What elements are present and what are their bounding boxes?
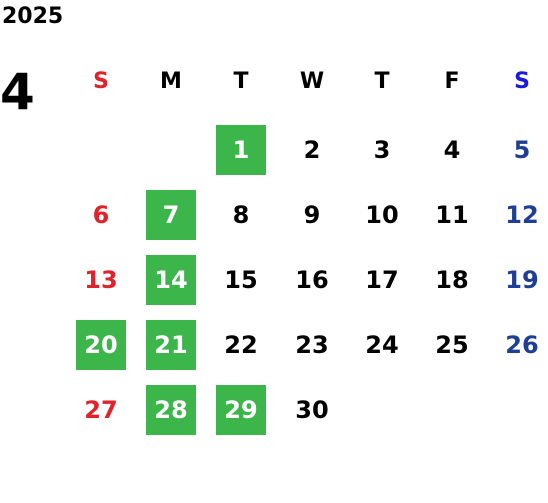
calendar-day-29[interactable]: 29 xyxy=(216,385,266,435)
weekday-header-thu: T xyxy=(374,68,390,94)
calendar-day-27[interactable]: 27 xyxy=(84,396,118,424)
calendar-year: 2025 xyxy=(2,4,64,29)
calendar-day-12[interactable]: 12 xyxy=(505,201,539,229)
calendar-day-26[interactable]: 26 xyxy=(505,331,539,359)
calendar-day-23[interactable]: 23 xyxy=(295,331,329,359)
calendar-day-20[interactable]: 20 xyxy=(76,320,126,370)
calendar-day-8[interactable]: 8 xyxy=(232,201,250,229)
weekday-header-tue: T xyxy=(233,68,249,94)
calendar-day-30[interactable]: 30 xyxy=(295,396,329,424)
calendar-day-24[interactable]: 24 xyxy=(365,331,399,359)
calendar-day-4[interactable]: 4 xyxy=(443,136,461,164)
weekday-header-sat: S xyxy=(514,68,530,94)
calendar-day-25[interactable]: 25 xyxy=(435,331,469,359)
calendar-day-15[interactable]: 15 xyxy=(224,266,258,294)
calendar-month: 4 xyxy=(0,63,35,121)
weekday-header-wed: W xyxy=(299,68,325,94)
calendar-day-28[interactable]: 28 xyxy=(146,385,196,435)
weekday-header-fri: F xyxy=(444,68,460,94)
calendar-day-16[interactable]: 16 xyxy=(295,266,329,294)
weekday-header-mon: M xyxy=(160,68,182,94)
calendar-day-3[interactable]: 3 xyxy=(373,136,391,164)
calendar-day-21[interactable]: 21 xyxy=(146,320,196,370)
calendar-day-22[interactable]: 22 xyxy=(224,331,258,359)
calendar-day-10[interactable]: 10 xyxy=(365,201,399,229)
calendar-day-5[interactable]: 5 xyxy=(513,136,531,164)
calendar-day-11[interactable]: 11 xyxy=(435,201,469,229)
calendar-day-19[interactable]: 19 xyxy=(505,266,539,294)
calendar-day-13[interactable]: 13 xyxy=(84,266,118,294)
calendar-day-7[interactable]: 7 xyxy=(146,190,196,240)
calendar-day-18[interactable]: 18 xyxy=(435,266,469,294)
calendar-day-2[interactable]: 2 xyxy=(303,136,321,164)
calendar-day-6[interactable]: 6 xyxy=(92,201,110,229)
calendar-day-9[interactable]: 9 xyxy=(303,201,321,229)
calendar-day-14[interactable]: 14 xyxy=(146,255,196,305)
calendar-day-17[interactable]: 17 xyxy=(365,266,399,294)
weekday-header-sun: S xyxy=(93,68,109,94)
calendar-day-1[interactable]: 1 xyxy=(216,125,266,175)
